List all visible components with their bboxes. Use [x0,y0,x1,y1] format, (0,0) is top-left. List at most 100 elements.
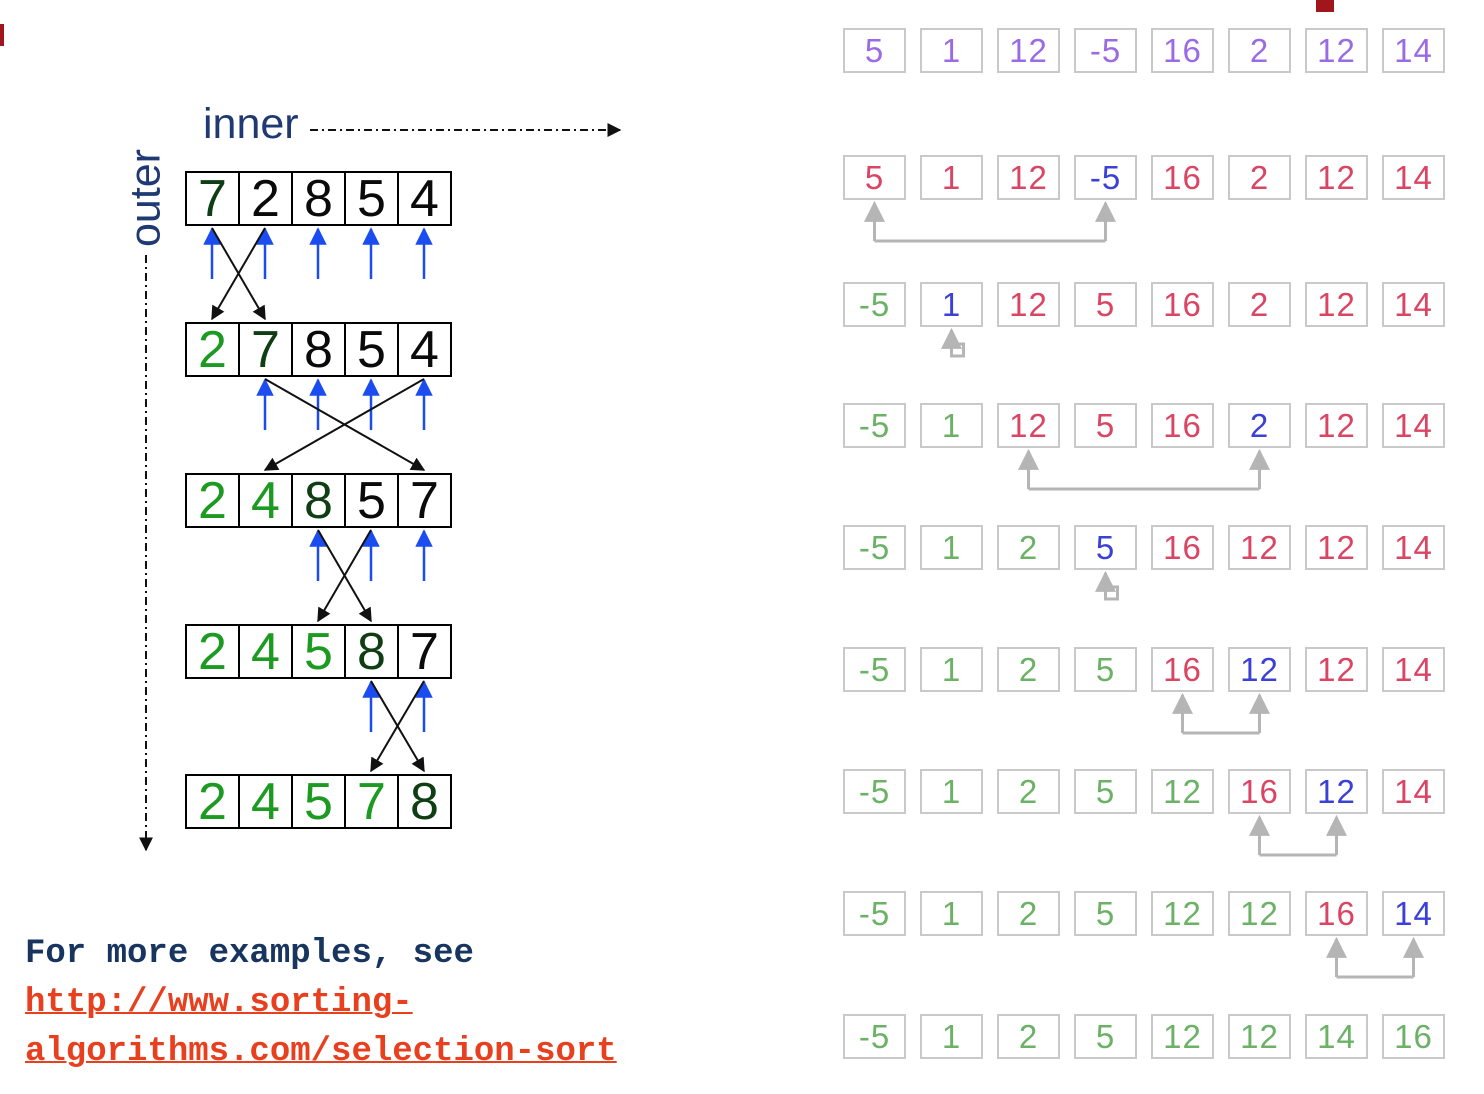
right-array-cell: 16 [1151,28,1214,73]
left-array-cell: 4 [238,624,293,679]
right-array-cell: 5 [1074,647,1137,692]
left-array-cell: 2 [185,774,240,829]
right-array-cell: 14 [1305,1014,1368,1059]
right-array-cell: 14 [1382,403,1445,448]
right-array-cell: 1 [920,647,983,692]
right-array-cell: 16 [1151,647,1214,692]
right-array-cell: 12 [997,155,1060,200]
outer-label: outer [121,148,170,248]
left-array-cell: 5 [344,473,399,528]
right-array-cell: -5 [843,282,906,327]
self-swap-loop [950,342,965,358]
examples-link-line1: http://www.sorting- [25,984,413,1022]
left-array-cell: 2 [185,624,240,679]
right-array-cell: 16 [1228,769,1291,814]
right-array-cell: 1 [920,155,983,200]
right-array-cell: 14 [1382,155,1445,200]
right-array-cell: -5 [843,525,906,570]
right-array-cell: -5 [843,403,906,448]
inner-label: inner [203,100,299,148]
right-array-cell: -5 [843,1014,906,1059]
right-array-cell: 12 [1305,403,1368,448]
right-array-cell: 14 [1382,28,1445,73]
left-array-cell: 5 [344,171,399,226]
right-array-cell: 1 [920,525,983,570]
right-array-cell: 5 [1074,1014,1137,1059]
right-array-cell: 5 [1074,525,1137,570]
right-array-cell: 12 [1228,647,1291,692]
right-array-cell: 1 [920,1014,983,1059]
right-array-cell: 16 [1305,891,1368,936]
left-array-cell: 5 [291,624,346,679]
right-array-cell: 14 [1382,282,1445,327]
left-array-cell: 8 [291,473,346,528]
right-array-cell: 5 [1074,769,1137,814]
right-array-cell: 14 [1382,647,1445,692]
right-array-cell: 16 [1151,155,1214,200]
right-array-cell: 12 [1305,647,1368,692]
examples-link[interactable]: http://www.sorting- algorithms.com/selec… [25,984,617,1071]
right-array-cell: 16 [1151,403,1214,448]
right-array-cell: -5 [1074,28,1137,73]
left-array-cell: 7 [344,774,399,829]
left-array-cell: 7 [397,624,452,679]
swap-arrow [211,227,266,321]
left-array-cell: 2 [185,473,240,528]
left-array-cell: 4 [397,322,452,377]
examples-link-line2: algorithms.com/selection-sort [25,1033,617,1071]
right-diagram-arrows [864,200,1424,979]
right-array-cell: -5 [843,769,906,814]
left-array-cell: 2 [185,322,240,377]
right-array-cell: 16 [1151,282,1214,327]
right-array-cell: 5 [1074,891,1137,936]
right-array-cell: 14 [1382,525,1445,570]
left-array-cell: 8 [397,774,452,829]
left-array-cell: 4 [238,473,293,528]
left-array-cell: 7 [185,171,240,226]
right-array-cell: 2 [997,525,1060,570]
right-array-cell: 12 [997,403,1060,448]
swap-arrow [263,378,425,471]
right-array-cell: 1 [920,891,983,936]
right-array-cell: -5 [843,647,906,692]
right-array-cell: 12 [1151,1014,1214,1059]
left-array-cell: 8 [344,624,399,679]
right-array-cell: 12 [1305,525,1368,570]
right-array-cell: 5 [1074,282,1137,327]
right-array-cell: 12 [1228,1014,1291,1059]
swap-arrow [370,680,425,773]
left-array-cell: 4 [397,171,452,226]
swap-arrow [317,529,372,623]
right-array-cell: 2 [1228,403,1291,448]
right-array-cell: 2 [997,891,1060,936]
right-array-cell: 12 [1305,282,1368,327]
right-array-cell: -5 [1074,155,1137,200]
right-array-cell: 12 [1305,769,1368,814]
right-array-cell: 16 [1151,525,1214,570]
footer-text: For more examples, see [25,935,474,973]
edge-mark [0,24,4,46]
right-array-cell: 2 [1228,28,1291,73]
right-array-cell: 2 [997,769,1060,814]
right-array-cell: 12 [1305,155,1368,200]
right-array-cell: 14 [1382,769,1445,814]
left-array-cell: 8 [291,322,346,377]
right-array-cell: 5 [843,28,906,73]
right-array-cell: -5 [843,891,906,936]
left-array-cell: 7 [238,322,293,377]
right-array-cell: 12 [997,282,1060,327]
